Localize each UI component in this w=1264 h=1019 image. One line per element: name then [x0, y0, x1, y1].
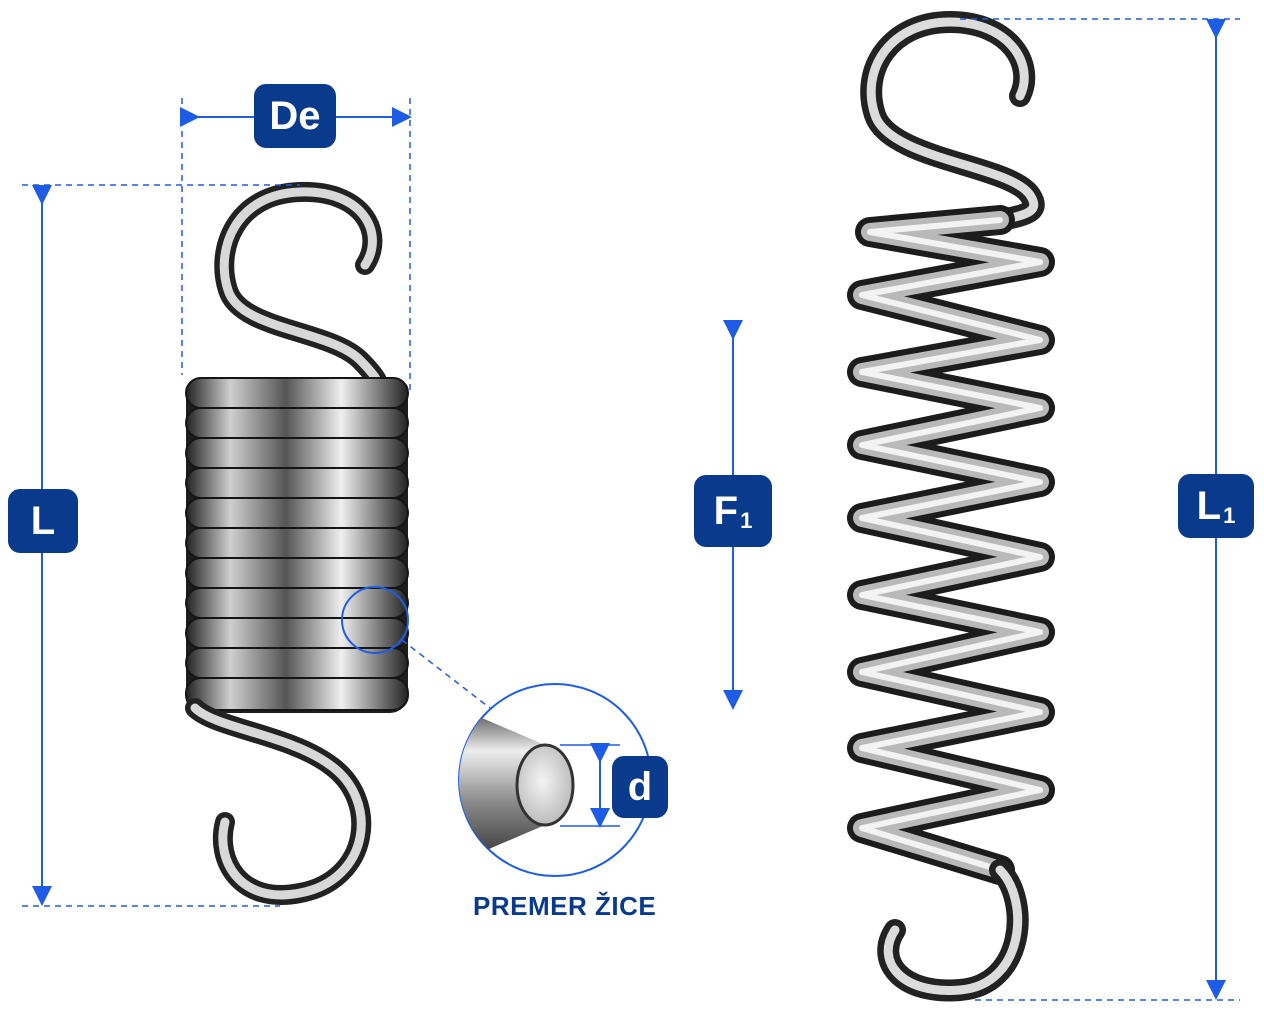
extended-spring	[847, 10, 1055, 1002]
wire-cross-section	[515, 743, 575, 827]
label-wire-diameter: d	[612, 756, 668, 818]
extended-top-hook	[866, 17, 1039, 225]
closed-coils	[185, 377, 409, 711]
label-length-text: L	[30, 498, 56, 543]
label-extended-length-sub: 1	[1223, 503, 1236, 528]
wire-magnifier	[341, 586, 652, 877]
label-outer-diameter: De	[254, 84, 336, 148]
closed-spring	[185, 181, 409, 905]
wire-diameter-dimension	[560, 743, 620, 828]
label-force-sub: 1	[740, 508, 753, 533]
label-length: L	[8, 489, 78, 553]
wire-caption: PREMER ŽICE	[473, 891, 657, 921]
label-force-text: F	[713, 488, 739, 533]
label-wire-diameter-text: d	[627, 764, 653, 809]
extended-bottom-hook	[883, 865, 1023, 995]
label-outer-diameter-text: De	[269, 93, 321, 138]
label-extended-length-text: L	[1196, 483, 1222, 528]
